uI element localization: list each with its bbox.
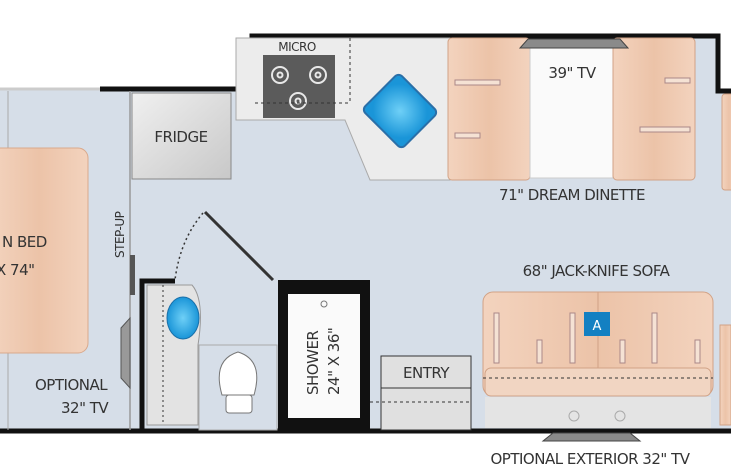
sofa-badge-label: A <box>593 319 602 334</box>
right-slide-edge <box>719 324 731 426</box>
bed-label-line1: N BED <box>2 233 47 251</box>
kitchen-sink <box>362 73 438 149</box>
toilet <box>218 351 258 414</box>
dinette-label: 71" DREAM DINETTE <box>499 186 645 204</box>
dinette-table <box>529 39 614 179</box>
sofa-storage <box>485 397 711 428</box>
bed-label-line2: X 74" <box>0 261 35 279</box>
entry-step[interactable] <box>370 355 472 431</box>
bathroom-door-swing <box>174 212 204 281</box>
bathroom-walls <box>139 278 175 430</box>
right-slide-seat <box>721 93 731 191</box>
exterior-tv-label: OPTIONAL EXTERIOR 32" TV <box>490 450 690 468</box>
exterior-tv-icon <box>541 432 642 442</box>
bathroom-sink <box>166 296 200 340</box>
shower-label-line2: 24" X 36" <box>325 328 343 395</box>
entry-label: ENTRY <box>403 364 450 382</box>
seatbelts <box>454 77 691 139</box>
bed <box>0 147 89 354</box>
dinette-seat-left <box>447 37 531 181</box>
dinette-seat-right <box>612 37 696 181</box>
sofa-label: 68" JACK-KNIFE SOFA <box>523 262 671 280</box>
shower <box>278 280 370 431</box>
fridge-label: FRIDGE <box>154 128 207 146</box>
optional-tv-label-line2: 32" TV <box>61 399 109 417</box>
sofa-badge <box>584 312 610 336</box>
optional-tv-icon <box>120 316 131 390</box>
step-up-label: STEP-UP <box>113 211 127 258</box>
step-up-marker <box>130 255 135 295</box>
fridge <box>131 92 232 180</box>
jack-knife-sofa <box>482 291 714 397</box>
stove <box>263 55 335 118</box>
micro-label: MICRO <box>278 40 316 54</box>
tv-39-icon <box>518 38 630 49</box>
tv-39-label: 39" TV <box>548 64 596 82</box>
shower-label-line1: SHOWER <box>304 331 322 395</box>
optional-tv-label-line1: OPTIONAL <box>35 376 108 394</box>
bathroom-door <box>203 210 275 282</box>
microwave-outline <box>255 38 351 104</box>
